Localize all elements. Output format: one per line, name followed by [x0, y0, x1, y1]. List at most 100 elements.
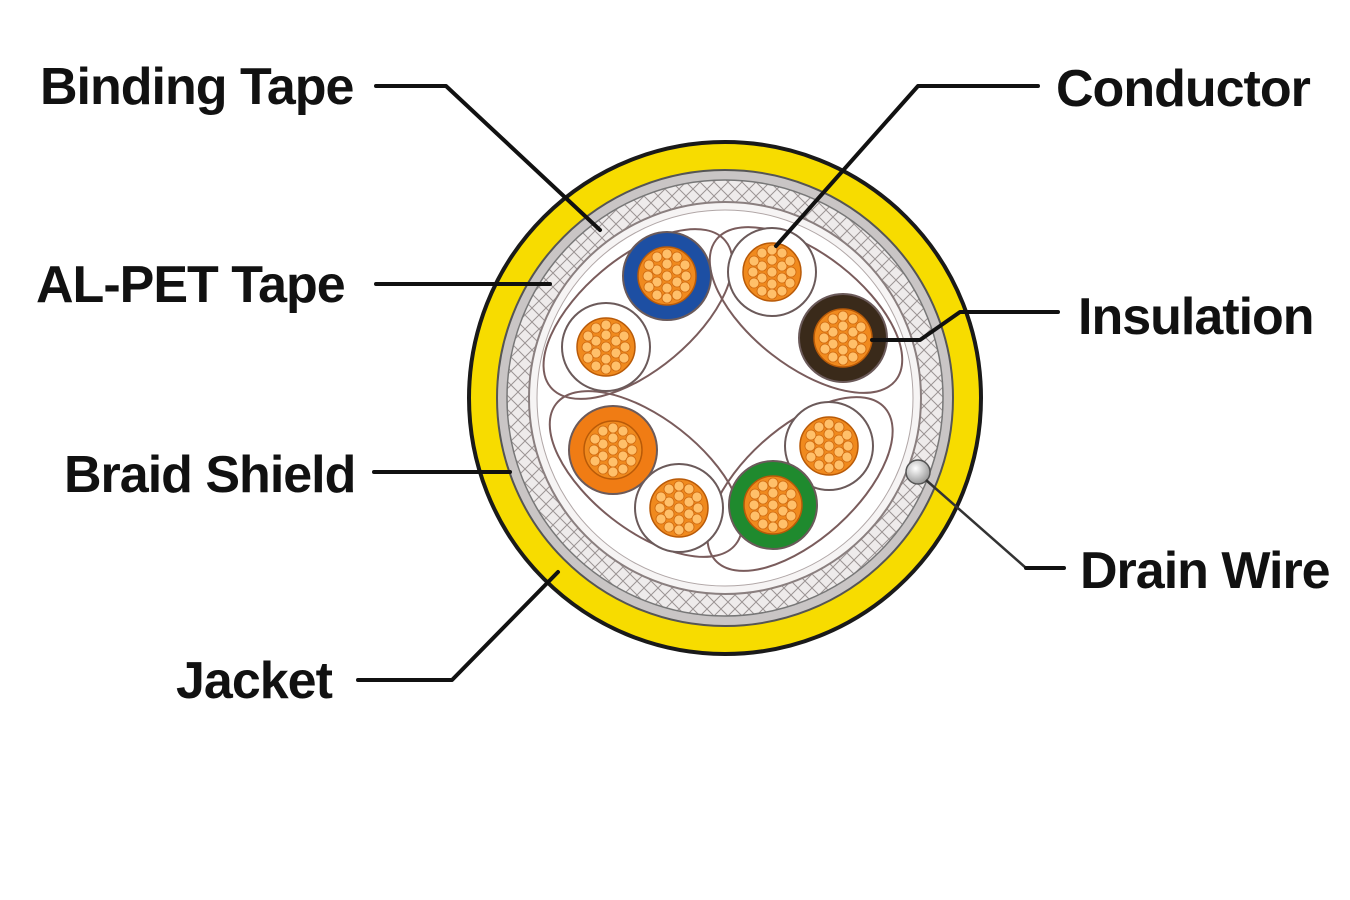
brown-pair-white-wire	[727, 227, 817, 317]
conductor-strand	[617, 425, 629, 437]
conductor-strand	[673, 480, 685, 492]
conductor-strand	[748, 277, 760, 289]
conductor-strand	[600, 353, 612, 365]
leader-lines	[356, 84, 1066, 682]
conductor-strand	[607, 444, 619, 456]
brown-pair-wrap	[708, 226, 904, 394]
conductor-strand	[671, 289, 683, 301]
conductor-strand	[642, 270, 654, 282]
conductor-strand	[692, 502, 704, 514]
conductor-strand	[618, 352, 630, 364]
conductor-strand	[673, 490, 685, 502]
conductor-strand	[786, 499, 798, 511]
conductor-strand	[661, 292, 673, 304]
label-drain-wire: Drain Wire	[1080, 542, 1330, 600]
conductor-strand	[683, 521, 695, 533]
conductor-strand	[600, 329, 612, 341]
conductor-strand	[663, 483, 675, 495]
label-jacket: Jacket	[176, 652, 333, 710]
conductor-strand	[777, 505, 789, 517]
jacket-outline	[467, 140, 983, 656]
conductor-strand	[855, 343, 867, 355]
conductor-strand	[617, 463, 629, 475]
conductor-strand	[756, 260, 768, 272]
conductor-strand	[748, 255, 760, 267]
conductor-strand	[766, 244, 778, 256]
conductor-strand	[655, 513, 667, 525]
blue-pair-colored-wire	[622, 231, 712, 321]
conductor-strand	[757, 480, 769, 492]
conductor-strand	[588, 444, 600, 456]
conductor-strand	[776, 285, 788, 297]
green-pair-colored-wire	[728, 460, 818, 550]
conductor-strand	[600, 341, 612, 353]
conductor-strand	[691, 513, 703, 525]
conductor-strand	[610, 360, 622, 372]
conductor-strand	[767, 521, 779, 533]
conductor-strand	[841, 451, 853, 463]
conductor-strand	[589, 433, 601, 445]
conductor-strand	[679, 281, 691, 293]
conductor-strand	[766, 278, 778, 290]
conductor-strand	[842, 440, 854, 452]
conductor-strand	[757, 505, 769, 517]
conductor-strand	[673, 524, 685, 536]
conductor-strand	[748, 499, 760, 511]
conductor-strand	[805, 429, 817, 441]
label-binding-tape: Binding Tape	[40, 58, 354, 116]
orange-pair-white-wire	[634, 463, 724, 553]
conductor-strand	[626, 444, 638, 456]
conductor-strand	[683, 508, 695, 520]
conductor-strand	[813, 459, 825, 471]
conductor-strand	[756, 247, 768, 259]
conductor-strand	[600, 363, 612, 375]
conductor-strand	[823, 428, 835, 440]
green-pair-white-wire	[784, 401, 874, 491]
conductor-strand	[823, 462, 835, 474]
blue-pair-white-wire	[561, 302, 651, 392]
conductor-strand	[756, 272, 768, 284]
conductor-strand	[651, 264, 663, 276]
conductor-strand	[818, 332, 830, 344]
conductor-strand	[776, 247, 788, 259]
conductor-strand	[833, 446, 845, 458]
conductor-strand	[582, 330, 594, 342]
brown-pair-colored-wire	[798, 293, 888, 383]
conductor-strand	[766, 288, 778, 300]
conductor-strand	[767, 499, 779, 511]
conductor-strand	[776, 260, 788, 272]
conductor-strand	[610, 322, 622, 334]
conductor-strand	[581, 341, 593, 353]
conductor-strand	[673, 502, 685, 514]
conductor-strand	[767, 511, 779, 523]
conductor-strand	[827, 313, 839, 325]
conductor-strand	[607, 422, 619, 434]
conductor-strand	[597, 463, 609, 475]
conductor-strand	[661, 270, 673, 282]
conductor-strand	[582, 352, 594, 364]
cable-cross-section	[467, 140, 983, 656]
conductor-strand	[813, 421, 825, 433]
conductor-strand	[847, 338, 859, 350]
conductor-strand	[590, 322, 602, 334]
insulation-leader	[870, 310, 1060, 342]
conductor-strand	[767, 477, 779, 489]
label-al-pet-tape: AL-PET Tape	[36, 256, 345, 314]
conductor-strand	[823, 452, 835, 464]
conductor-strand	[590, 335, 602, 347]
conductor-leader	[774, 84, 1040, 248]
conductor-strand	[855, 321, 867, 333]
conductor-strand	[619, 341, 631, 353]
label-insulation: Insulation	[1078, 288, 1314, 346]
conductor-strand	[766, 266, 778, 278]
conductor-strand	[651, 251, 663, 263]
conductor-strand	[785, 488, 797, 500]
conductor-strand	[804, 440, 816, 452]
conductor-strand	[691, 491, 703, 503]
conductor-strand	[589, 455, 601, 467]
conductor-strand	[833, 434, 845, 446]
conductor-strand	[663, 508, 675, 520]
conductor-strand	[805, 451, 817, 463]
conductor-strand	[813, 434, 825, 446]
